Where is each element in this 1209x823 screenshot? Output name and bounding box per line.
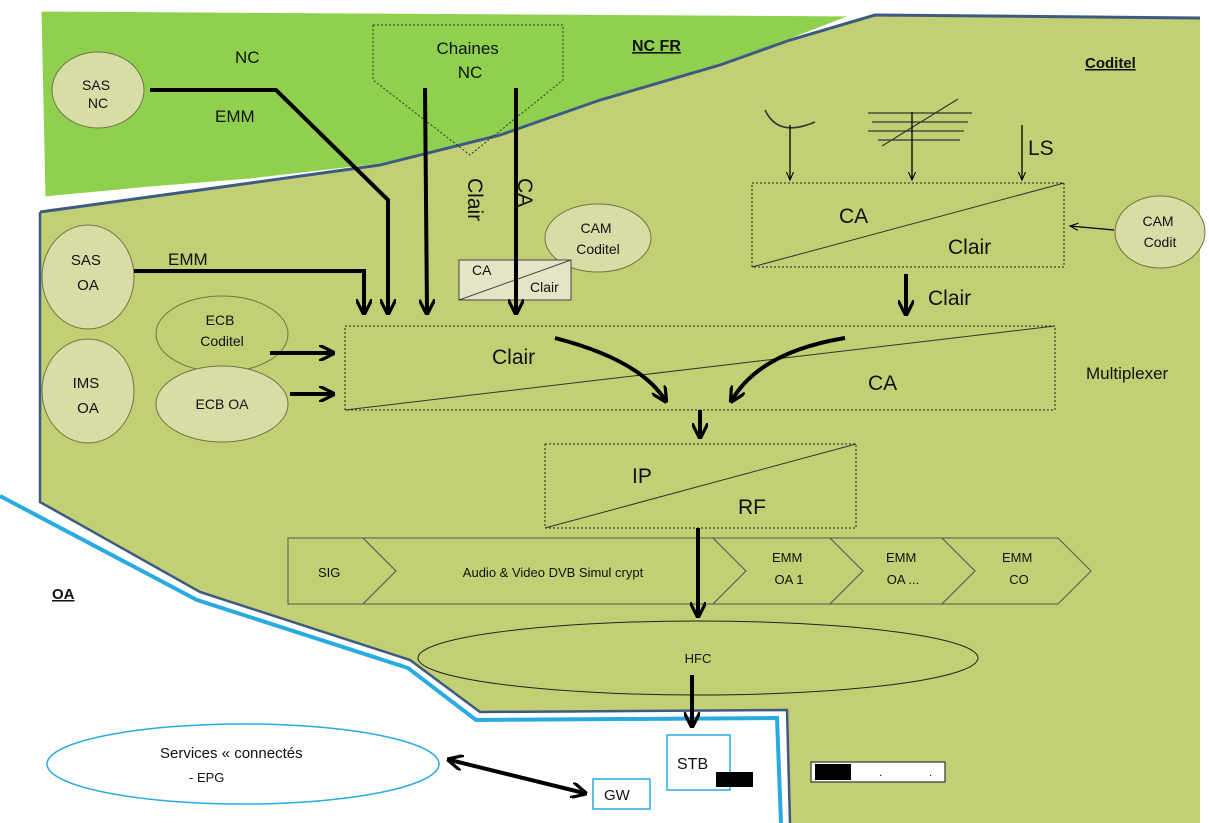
terrestrial-antenna-icon — [868, 98, 972, 147]
zone-nc-label: NC — [235, 48, 260, 67]
gw-box — [592, 778, 651, 810]
sat-box-bottom: Clair — [948, 236, 991, 259]
ls-label: LS — [1028, 137, 1054, 160]
stb-label: STB — [677, 756, 708, 773]
oa-inner-boundary — [38, 212, 792, 823]
clair-arrow-label: Clair — [928, 287, 971, 310]
stream-sig-label: SIG — [318, 565, 340, 580]
ecb-coditel-label: ECB Coditel — [200, 312, 244, 349]
emm-nc-arrow — [150, 88, 388, 312]
legend-dot-1: . — [879, 765, 882, 779]
ip-rf-diagonal — [544, 443, 857, 529]
stream-audio-video-label: Audio & Video DVB Simul crypt — [463, 565, 644, 580]
services-label: Services « connectés - EPG — [160, 745, 307, 785]
multiplexer-label: Multiplexer — [1086, 364, 1169, 383]
small-box-top: CA — [472, 262, 492, 278]
emm-nc-label: EMM — [215, 107, 255, 126]
mux-box-top: Clair — [492, 346, 535, 369]
gw-label: GW — [604, 787, 631, 804]
hfc-label: HFC — [685, 651, 712, 666]
chaines-clair-arrow — [425, 87, 427, 312]
legend-black-swatch — [815, 764, 851, 780]
sas-nc-node — [51, 51, 145, 129]
sas-nc-label: SAS NC — [82, 77, 114, 111]
ip-rf-bottom: RF — [738, 496, 766, 519]
coditel-boundary — [39, 13, 1201, 214]
sas-oa-node — [41, 224, 135, 330]
zone-nc-fr-label: NC FR — [632, 38, 681, 55]
satellite-dish-icon — [764, 109, 816, 129]
clair-to-ca-curve-right — [732, 336, 846, 400]
hfc-node — [417, 620, 979, 696]
coditel-zone — [40, 15, 1200, 823]
clair-vertical-label: Clair — [463, 178, 486, 221]
legend-dot-2: . — [929, 765, 932, 779]
zone-oa-label: OA — [52, 586, 75, 603]
zone-coditel-label: Coditel — [1085, 55, 1136, 72]
stream-emm-co — [940, 537, 1092, 605]
multiplexer-diagonal — [344, 325, 1056, 411]
services-node — [46, 723, 440, 805]
stream-emm-oa1-label: EMM OA 1 — [772, 550, 806, 587]
ip-rf-top: IP — [632, 465, 652, 488]
sat-box-top: CA — [839, 205, 868, 228]
cam-coditel-label: CAM Coditel — [576, 220, 620, 257]
ims-oa-label: IMS OA — [73, 375, 104, 417]
oa-boundary — [0, 494, 783, 823]
stream-emm-co-label: EMM CO — [1002, 550, 1036, 587]
emm-oa-label: EMM — [168, 250, 208, 269]
cam-coditel-node — [544, 203, 652, 273]
clair-to-ca-curve-left — [554, 336, 665, 400]
services-gw-arrow — [450, 760, 584, 793]
cam-codit-label: CAM Codit — [1142, 213, 1177, 250]
sat-ca-clair-box — [751, 182, 1065, 268]
ca-vertical-label: CA — [513, 178, 536, 207]
small-box-bottom: Clair — [530, 279, 559, 295]
cam-codit-arrow — [1070, 226, 1115, 230]
ims-oa-node — [41, 338, 135, 444]
sas-oa-label: SAS OA — [71, 252, 105, 294]
cam-codit-node — [1114, 195, 1206, 269]
sat-box-diagonal — [751, 182, 1065, 268]
mux-box-bottom: CA — [868, 372, 897, 395]
ip-rf-box — [544, 443, 857, 529]
ecb-oa-label: ECB OA — [196, 396, 250, 412]
stb-indicator — [716, 772, 753, 787]
stream-emm-oa-more-label: EMM OA ... — [886, 550, 920, 587]
ecb-oa-node — [155, 365, 289, 443]
emm-oa-arrow — [134, 269, 364, 312]
chaines-nc-label: Chaines NC — [436, 39, 503, 82]
